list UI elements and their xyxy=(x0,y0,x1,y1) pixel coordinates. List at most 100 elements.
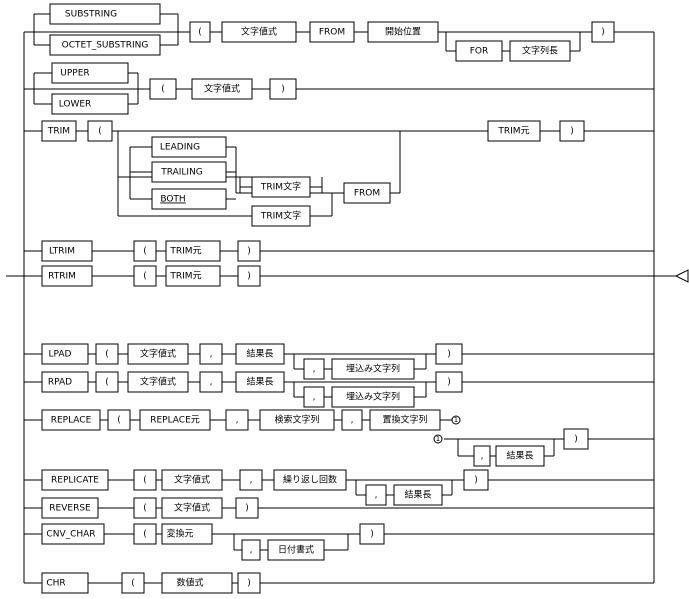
diagram-boxes: SUBSTRING OCTET_SUBSTRING ( 文字値式 FROM 開始… xyxy=(41,3,615,594)
svg-text:(: ( xyxy=(143,247,147,257)
keyword-upper: UPPER xyxy=(51,62,129,84)
keyword-rpad: RPAD xyxy=(41,371,89,393)
upper-string-expr: 文字値式 xyxy=(191,78,253,100)
svg-text:FOR: FOR xyxy=(470,47,489,57)
diagram-lines xyxy=(6,13,689,584)
svg-text:結果長: 結果長 xyxy=(404,489,431,501)
svg-text:置換文字列: 置換文字列 xyxy=(382,414,427,426)
keyword-both: BOTH xyxy=(151,188,227,210)
svg-text:): ) xyxy=(245,504,249,514)
cnv-char-paren-close: ) xyxy=(359,523,385,545)
svg-text:文字列長: 文字列長 xyxy=(522,45,558,57)
svg-text:1: 1 xyxy=(436,435,440,443)
rpad-comma-2: , xyxy=(303,386,325,408)
ltrim-paren-close: ) xyxy=(237,240,261,262)
replicate-comma-1: , xyxy=(239,469,263,491)
svg-text:REPLACE: REPLACE xyxy=(51,416,92,426)
lpad-paren-open: ( xyxy=(95,343,119,365)
substring-paren-open: ( xyxy=(189,21,211,43)
replicate-repeat-count: 繰り返し回数 xyxy=(273,469,347,491)
svg-text:,: , xyxy=(351,416,354,426)
svg-text:(: ( xyxy=(117,416,121,426)
replace-search-string: 検索文字列 xyxy=(259,409,335,431)
svg-text:): ) xyxy=(447,378,451,388)
keyword-ltrim: LTRIM xyxy=(41,240,93,262)
svg-text:(: ( xyxy=(131,579,135,589)
rtrim-paren-close: ) xyxy=(237,265,261,287)
svg-text:): ) xyxy=(247,272,251,282)
svg-text:LOWER: LOWER xyxy=(59,100,92,110)
svg-text:文字値式: 文字値式 xyxy=(140,348,176,360)
rpad-paren-close: ) xyxy=(435,371,463,393)
rpad-string-expr: 文字値式 xyxy=(127,371,189,393)
keyword-substring: SUBSTRING xyxy=(49,3,161,25)
svg-text:(: ( xyxy=(198,28,202,38)
svg-text:TRIM文字: TRIM文字 xyxy=(260,210,301,222)
svg-text:日付書式: 日付書式 xyxy=(278,544,314,556)
chr-paren-open: ( xyxy=(121,572,145,594)
svg-text:(: ( xyxy=(143,476,147,486)
svg-text:文字値式: 文字値式 xyxy=(241,26,277,38)
svg-text:埋込み文字列: 埋込み文字列 xyxy=(346,391,400,403)
trim-paren-close: ) xyxy=(559,120,585,142)
substring-string-expr: 文字値式 xyxy=(221,21,297,43)
replicate-paren-open: ( xyxy=(133,469,157,491)
svg-text:): ) xyxy=(601,28,605,38)
svg-text:TRIM元: TRIM元 xyxy=(169,247,201,257)
svg-text:数値式: 数値式 xyxy=(176,577,203,589)
keyword-octet-substring: OCTET_SUBSTRING xyxy=(49,34,161,56)
rtrim-source: TRIM元 xyxy=(165,265,221,287)
svg-text:,: , xyxy=(236,416,239,426)
trim-char: TRIM文字 xyxy=(251,205,311,227)
keyword-for: FOR xyxy=(455,40,503,62)
chr-paren-close: ) xyxy=(237,572,261,594)
trim-keyword-from: FROM xyxy=(343,182,391,204)
svg-text:TRAILING: TRAILING xyxy=(160,168,203,178)
svg-text:): ) xyxy=(447,350,451,360)
svg-text:LTRIM: LTRIM xyxy=(49,247,75,257)
svg-text:,: , xyxy=(210,378,213,388)
svg-text:): ) xyxy=(570,127,574,137)
rpad-paren-open: ( xyxy=(95,371,119,393)
upper-paren-open: ( xyxy=(149,78,177,100)
keyword-lower: LOWER xyxy=(51,93,129,115)
replace-paren-open: ( xyxy=(107,409,131,431)
replace-paren-close: ) xyxy=(563,428,589,450)
svg-text:LEADING: LEADING xyxy=(160,143,200,153)
lpad-pad-string: 埋込み文字列 xyxy=(331,358,415,380)
lpad-comma-2: , xyxy=(303,358,325,380)
end-arrow-icon xyxy=(674,269,689,283)
replace-replacement-string: 置換文字列 xyxy=(369,409,441,431)
keyword-replace: REPLACE xyxy=(41,409,101,431)
rpad-pad-string: 埋込み文字列 xyxy=(331,386,415,408)
svg-text:(: ( xyxy=(143,272,147,282)
svg-text:繰り返し回数: 繰り返し回数 xyxy=(283,474,337,486)
cnv-char-paren-open: ( xyxy=(133,523,157,545)
continuation-mark-in: 1 xyxy=(433,434,443,444)
rtrim-paren-open: ( xyxy=(133,265,157,287)
svg-text:結果長: 結果長 xyxy=(246,348,273,360)
continuation-mark-out: 1 xyxy=(451,415,461,425)
svg-text:(: ( xyxy=(143,504,147,514)
svg-text:TRIM文字: TRIM文字 xyxy=(260,181,301,193)
substring-start-pos: 開始位置 xyxy=(367,21,439,43)
rpad-comma-1: , xyxy=(199,371,223,393)
reverse-paren-open: ( xyxy=(133,497,157,519)
cnv-char-comma: , xyxy=(241,539,261,561)
svg-text:結果長: 結果長 xyxy=(506,450,533,462)
svg-text:開始位置: 開始位置 xyxy=(385,26,421,38)
lpad-result-length: 結果長 xyxy=(235,343,285,365)
lpad-string-expr: 文字値式 xyxy=(127,343,189,365)
svg-text:): ) xyxy=(247,579,251,589)
replicate-result-length: 結果長 xyxy=(393,484,443,506)
replace-comma-3: , xyxy=(473,445,491,467)
svg-text:(: ( xyxy=(143,530,147,540)
replace-comma-1: , xyxy=(225,409,249,431)
reverse-paren-close: ) xyxy=(235,497,259,519)
svg-text:文字値式: 文字値式 xyxy=(174,474,210,486)
svg-text:RPAD: RPAD xyxy=(48,378,72,388)
keyword-trailing: TRAILING xyxy=(151,161,227,183)
chr-numeric-expr: 数値式 xyxy=(161,572,233,594)
svg-text:検索文字列: 検索文字列 xyxy=(274,414,319,426)
